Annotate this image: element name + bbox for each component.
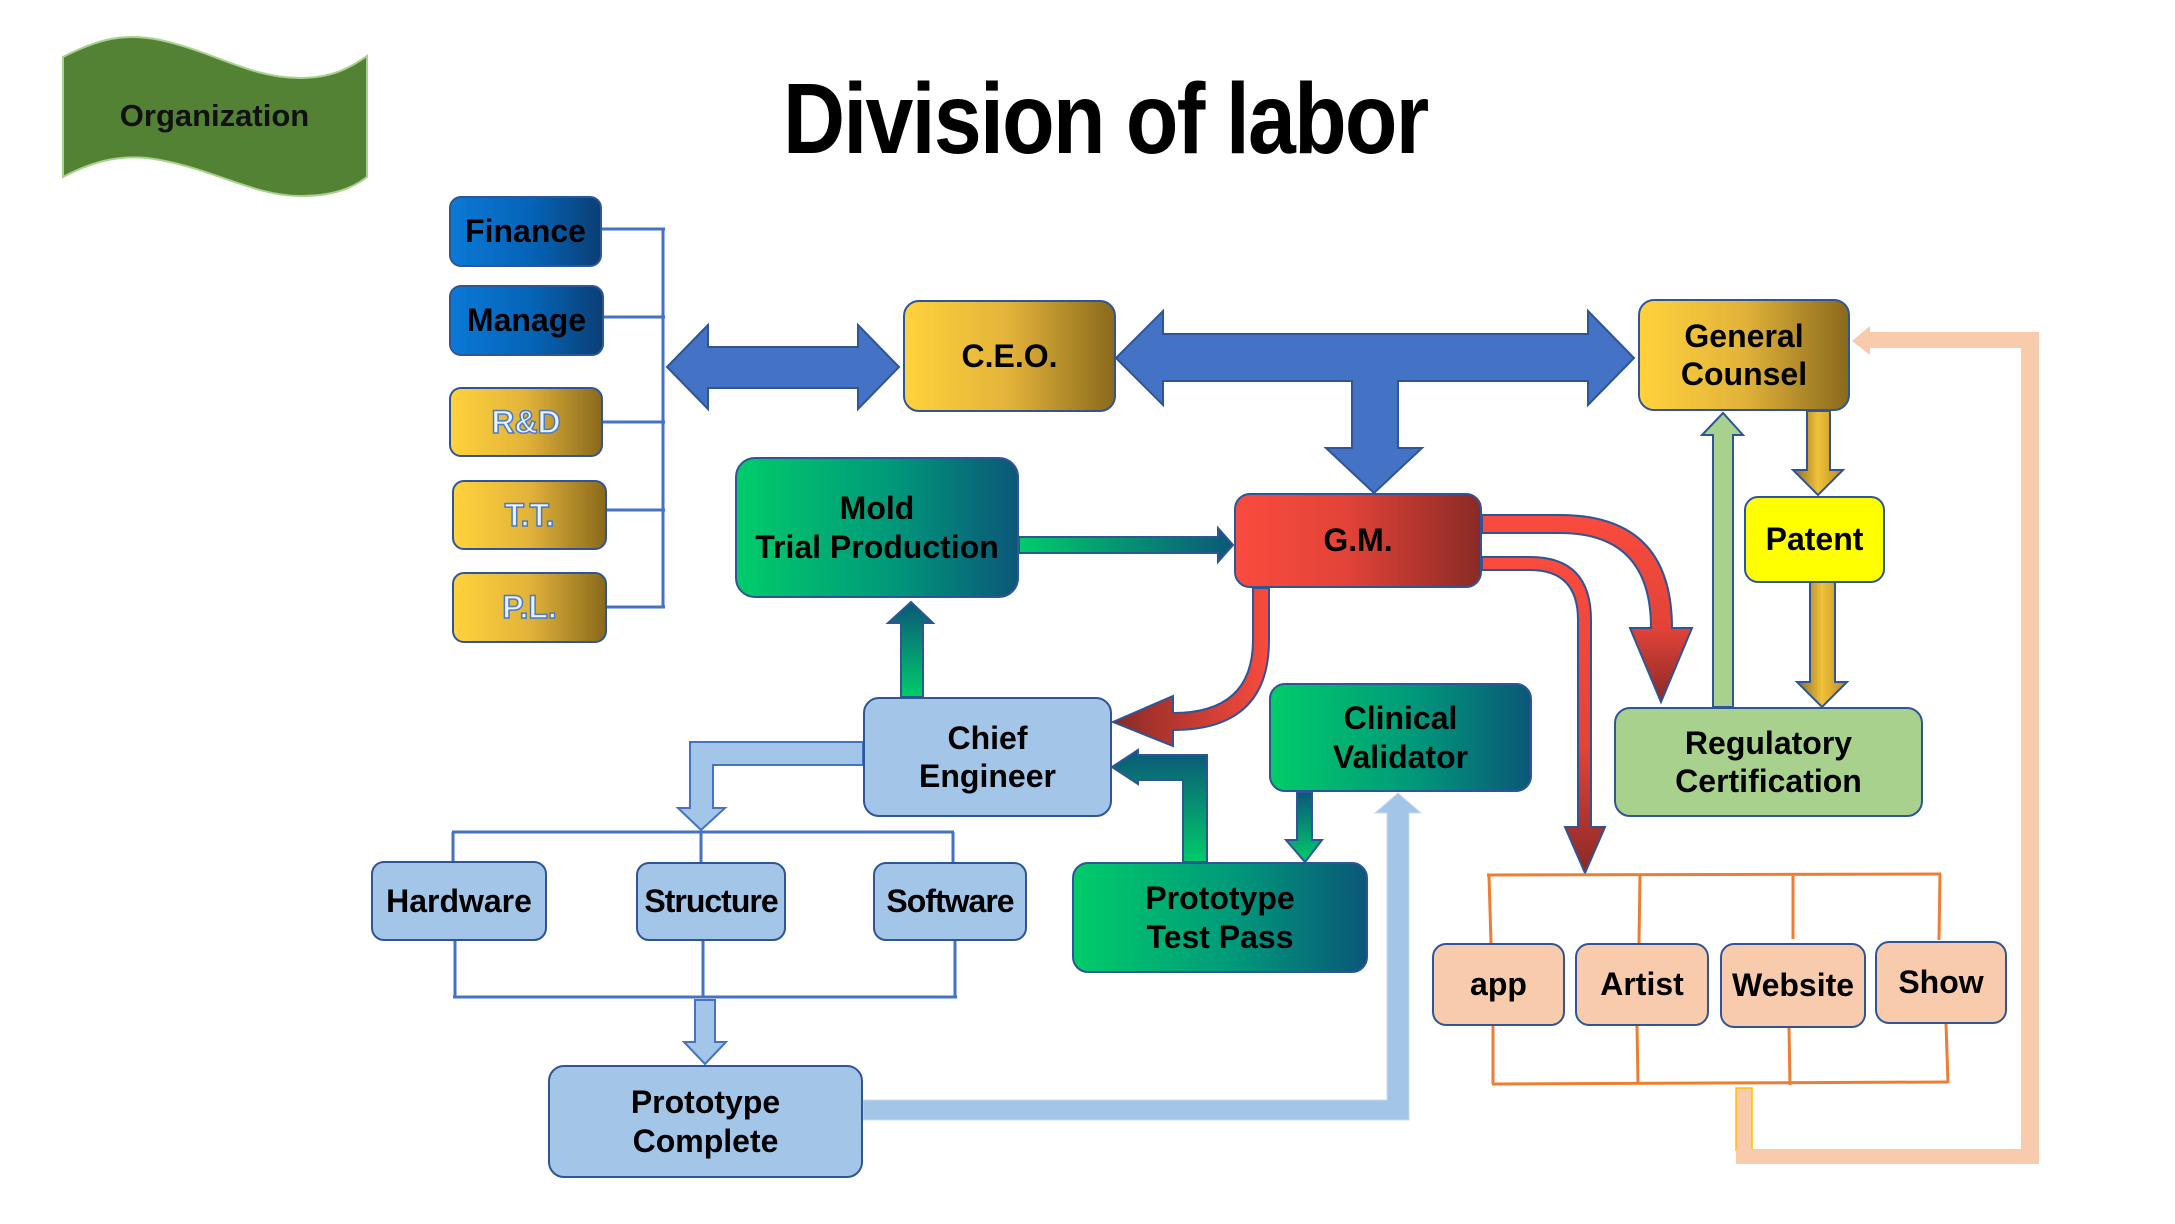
node-show-label: Show bbox=[1898, 964, 1984, 1001]
node-app[interactable]: app bbox=[1432, 943, 1565, 1026]
node-website-label: Website bbox=[1731, 967, 1855, 1004]
node-website[interactable]: Website bbox=[1720, 943, 1866, 1028]
arrow-chief-to-mold bbox=[885, 600, 936, 698]
arrow-regulatory-to-gc bbox=[1699, 411, 1746, 708]
arrow-team-to-prototype bbox=[681, 999, 729, 1066]
node-patent[interactable]: Patent bbox=[1744, 496, 1885, 583]
department-bracket bbox=[602, 227, 665, 609]
organization-banner bbox=[62, 35, 368, 198]
node-structure[interactable]: Structure bbox=[636, 862, 786, 941]
dept-pl-label: P.L. bbox=[501, 589, 557, 627]
node-hardware-label: Hardware bbox=[386, 882, 532, 919]
node-chief-engineer-label: Chief Engineer bbox=[919, 719, 1056, 794]
node-ptp-label: Prototype Test Pass bbox=[1145, 880, 1295, 955]
dept-rnd-label: R&D bbox=[491, 403, 562, 441]
node-regulatory-label: Regulatory Certification bbox=[1675, 724, 1862, 799]
node-clinical-validator[interactable]: Clinical Validator bbox=[1269, 683, 1532, 792]
node-gm[interactable]: G.M. bbox=[1234, 493, 1482, 588]
arrow-chief-to-team bbox=[675, 741, 864, 832]
arrow-mold-to-gm bbox=[1018, 525, 1235, 565]
node-chief-engineer[interactable]: Chief Engineer bbox=[863, 697, 1112, 817]
arrow-gm-to-channels bbox=[1481, 556, 1607, 876]
banner-label: Organization bbox=[119, 98, 310, 133]
team-bracket bbox=[451, 830, 957, 999]
node-artist-label: Artist bbox=[1600, 966, 1684, 1003]
node-hardware[interactable]: Hardware bbox=[371, 861, 547, 941]
dept-finance-label: Finance bbox=[465, 213, 586, 250]
dept-tt[interactable]: T.T. bbox=[452, 480, 607, 550]
node-ceo[interactable]: C.E.O. bbox=[903, 300, 1116, 412]
node-general-counsel-label: General Counsel bbox=[1680, 317, 1808, 392]
node-app-label: app bbox=[1470, 966, 1527, 1003]
t-arrow-ceo-gc-gm bbox=[1114, 308, 1636, 495]
node-software-label: Software bbox=[886, 883, 1014, 920]
arrow-patent-to-regulatory bbox=[1794, 581, 1850, 709]
dept-manage[interactable]: Manage bbox=[449, 285, 604, 356]
arrow-ptp-to-chief bbox=[1110, 748, 1208, 863]
arrow-gm-to-chief bbox=[1110, 587, 1270, 748]
arrow-gm-to-regulatory bbox=[1481, 514, 1694, 705]
node-patent-label: Patent bbox=[1765, 521, 1864, 558]
page-title: Division of labor bbox=[783, 63, 1429, 175]
channel-bracket bbox=[1486, 872, 1950, 1086]
node-prototype-complete[interactable]: Prototype Complete bbox=[548, 1065, 863, 1178]
node-gm-label: G.M. bbox=[1323, 522, 1393, 559]
node-prototype-complete-label: Prototype Complete bbox=[630, 1084, 781, 1159]
node-structure-label: Structure bbox=[644, 883, 778, 920]
node-prototype-test-pass[interactable]: Prototype Test Pass bbox=[1072, 862, 1368, 973]
node-mold-trial-production[interactable]: Mold Trial Production bbox=[735, 457, 1019, 598]
dept-finance[interactable]: Finance bbox=[449, 196, 602, 267]
node-general-counsel[interactable]: General Counsel bbox=[1638, 299, 1850, 411]
dept-tt-label: T.T. bbox=[504, 496, 555, 534]
arrow-channels-to-gc bbox=[1735, 326, 2039, 1164]
arrow-prototype-to-cv bbox=[862, 792, 1423, 1121]
double-arrow-departments-ceo bbox=[665, 322, 901, 412]
node-clinical-validator-label: Clinical Validator bbox=[1332, 700, 1469, 775]
node-ceo-label: C.E.O. bbox=[961, 337, 1058, 374]
dept-pl[interactable]: P.L. bbox=[452, 572, 607, 643]
arrow-cv-to-ptp bbox=[1283, 791, 1325, 864]
node-regulatory-certification[interactable]: Regulatory Certification bbox=[1614, 707, 1923, 817]
node-show[interactable]: Show bbox=[1875, 941, 2007, 1024]
node-mold-label: Mold Trial Production bbox=[755, 490, 999, 565]
arrow-gc-to-patent bbox=[1790, 410, 1846, 497]
dept-manage-label: Manage bbox=[466, 302, 587, 339]
node-artist[interactable]: Artist bbox=[1575, 943, 1709, 1026]
dept-rnd[interactable]: R&D bbox=[449, 387, 603, 457]
node-software[interactable]: Software bbox=[873, 862, 1027, 941]
